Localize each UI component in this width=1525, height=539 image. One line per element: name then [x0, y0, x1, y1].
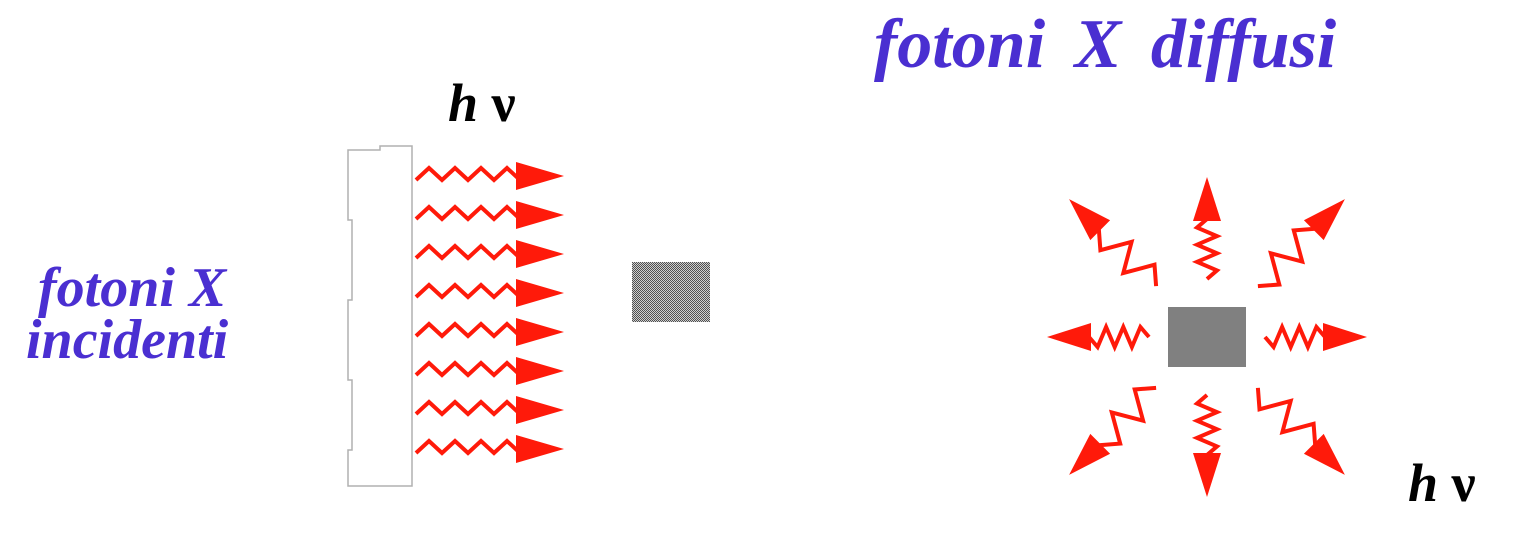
photon-arrow-icon	[516, 435, 564, 463]
photon-arrow-icon	[1047, 323, 1091, 351]
frequency-nu-symbol: ν	[1451, 453, 1476, 513]
incident-photon-wave	[414, 360, 522, 378]
incident-photon-wave	[414, 204, 522, 222]
incident-label-line1: fotoni X	[38, 257, 227, 319]
incident-photon-wave	[414, 399, 522, 417]
photon-arrow-icon	[1193, 453, 1221, 497]
photon-arrow-icon	[1069, 433, 1111, 475]
photon-arrow-icon	[516, 396, 564, 424]
photon-arrow-icon	[516, 240, 564, 268]
sample-block-scattered	[1168, 307, 1246, 367]
planck-h-symbol: h	[1408, 453, 1439, 513]
incident-photon-wave	[414, 438, 522, 456]
scattered-photon-wave	[1191, 217, 1223, 281]
scattered-photon-wave	[1096, 228, 1159, 287]
photon-energy-label-incident: h ν	[448, 76, 516, 130]
incident-label-line2: incidenti	[26, 309, 229, 371]
frequency-nu-symbol: ν	[491, 73, 516, 133]
scattered-photon-wave	[1255, 387, 1318, 446]
incident-photon-wave	[414, 165, 522, 183]
photon-arrow-icon	[516, 357, 564, 385]
scattered-photons-label: fotoni X diffusi	[874, 6, 1337, 83]
photon-arrow-icon	[1069, 199, 1111, 241]
scattered-photon-wave	[1191, 393, 1223, 457]
photon-arrow-icon	[1303, 433, 1345, 475]
sample-block-incident	[632, 262, 710, 322]
scattered-photon-wave	[1098, 385, 1157, 448]
photon-energy-label-scattered: h ν	[1408, 456, 1476, 510]
beam-source-outline	[347, 145, 413, 487]
scattered-photons	[1047, 177, 1367, 497]
incident-photon-wave	[414, 282, 522, 300]
incident-photons	[414, 162, 564, 463]
photon-arrow-icon	[516, 318, 564, 346]
incident-photons-label: fotoni X incidenti	[26, 257, 229, 371]
photon-arrow-icon	[516, 201, 564, 229]
photon-arrow-icon	[516, 162, 564, 190]
incident-photon-wave	[414, 321, 522, 339]
scattered-photon-wave	[1087, 321, 1151, 353]
planck-h-symbol: h	[448, 73, 479, 133]
incident-photon-wave	[414, 243, 522, 261]
scattered-photon-wave	[1263, 321, 1327, 353]
photon-arrow-icon	[1193, 177, 1221, 221]
photon-arrow-icon	[1323, 323, 1367, 351]
photon-arrow-icon	[1303, 199, 1345, 241]
photon-arrow-icon	[516, 279, 564, 307]
scattered-photon-wave	[1257, 226, 1316, 289]
